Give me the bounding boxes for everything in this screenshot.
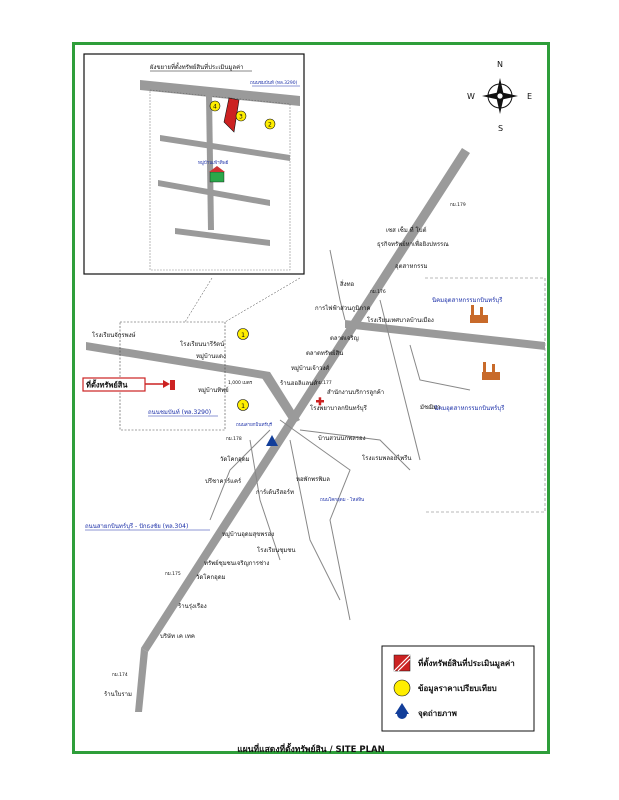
svg-text:ร้านใบราม: ร้านใบราม <box>104 690 132 698</box>
svg-text:E: E <box>527 92 532 101</box>
svg-text:ปรีชาคาร์แคร์: ปรีชาคาร์แคร์ <box>205 477 242 485</box>
comparable-marker-1: 1 <box>237 328 249 340</box>
svg-text:หอพักพรพิมล: หอพักพรพิมล <box>296 476 330 483</box>
svg-text:กม.178: กม.178 <box>226 436 242 442</box>
factory-icon-2 <box>482 362 500 380</box>
subject-parcel <box>170 380 175 390</box>
svg-text:การ์เด้นรีสอร์ท: การ์เด้นรีสอร์ท <box>256 488 294 496</box>
svg-text:หมู่บ้านเจ้าวงศ์: หมู่บ้านเจ้าวงศ์ <box>291 364 329 372</box>
svg-text:โรงพยาบาลกบินทร์บุรี: โรงพยาบาลกบินทร์บุรี <box>310 404 368 412</box>
road-3290-link <box>262 372 300 424</box>
svg-text:สำนักงานบริการลูกค้า: สำนักงานบริการลูกค้า <box>327 389 384 396</box>
svg-text:การไฟฟ้าส่วนภูมิภาค: การไฟฟ้าส่วนภูมิภาค <box>315 304 371 312</box>
inset-subject-parcel <box>223 97 240 133</box>
svg-text:2: 2 <box>268 122 272 129</box>
svg-text:กม.175: กม.175 <box>165 571 181 577</box>
svg-text:จุดถ่ายภาพ: จุดถ่ายภาพ <box>418 709 457 719</box>
inset-road-label: ถนนชมบันท์ (ทล.3290) <box>250 79 298 86</box>
highway-304-south <box>135 648 148 712</box>
svg-text:3: 3 <box>239 114 243 121</box>
svg-text:ข้อมูลราคาเปรียบเทียบ: ข้อมูลราคาเปรียบเทียบ <box>418 683 497 694</box>
svg-text:ตลาดทรัพย์สิน: ตลาดทรัพย์สิน <box>306 349 343 357</box>
map-footer-title: แผนที่แสดงที่ตั้งทรัพย์สิน / SITE PLAN <box>237 745 385 755</box>
svg-text:โรงเรียนชุมชน: โรงเรียนชุมชน <box>257 546 295 554</box>
inset-map: ผังขยายที่ตั้งทรัพย์สินที่ประเมินมูลค่า … <box>83 53 305 275</box>
svg-text:โรงเรียนเทศบาลบ้านเมือง: โรงเรียนเทศบาลบ้านเมือง <box>367 316 434 324</box>
svg-text:วัดโคกอุดม: วัดโคกอุดม <box>196 573 226 581</box>
distance-label: 1,000 เมตร <box>228 380 253 386</box>
road-3290 <box>86 342 270 380</box>
svg-text:N: N <box>497 60 503 69</box>
industrial-estate-boundary <box>425 277 546 513</box>
svg-text:เซส เซ็ม ที่ โบต์: เซส เซ็ม ที่ โบต์ <box>386 225 427 234</box>
svg-text:1: 1 <box>241 331 245 339</box>
svg-text:ร้านฮอลิแลนด์: ร้านฮอลิแลนด์ <box>280 379 317 387</box>
road-3290-label: ถนนชมบันท์ (ทล.3290) <box>148 408 211 416</box>
factory-icon <box>470 305 488 323</box>
inset-road-1 <box>160 135 290 161</box>
svg-text:นิคมอุตสาหกรรมกบินทร์บุรี: นิคมอุตสาหกรรมกบินทร์บุรี <box>432 296 503 304</box>
inset-marker-2: 2 <box>264 118 276 130</box>
svg-text:ที่ตั้งทรัพย์สินที่ประเมินมูลค: ที่ตั้งทรัพย์สินที่ประเมินมูลค่า <box>418 657 515 669</box>
legend-item-camera: จุดถ่ายภาพ <box>395 703 457 719</box>
legend-item-subject: ที่ตั้งทรัพย์สินที่ประเมินมูลค่า <box>393 654 515 672</box>
svg-text:หมู่บ้านแดง: หมู่บ้านแดง <box>196 353 226 360</box>
inset-road-2 <box>158 180 270 206</box>
inset-road-3 <box>175 228 270 246</box>
svg-text:ทรัพย์ชุมชนเจริญการช่าง: ทรัพย์ชุมชนเจริญการช่าง <box>204 559 269 567</box>
svg-text:กม.177: กม.177 <box>316 380 332 386</box>
svg-text:หมู่บ้านทิพย์: หมู่บ้านทิพย์ <box>198 386 229 394</box>
svg-text:สิ่งทอ: สิ่งทอ <box>340 280 355 288</box>
svg-text:โรงเรียนนารีรัตน์: โรงเรียนนารีรัตน์ <box>180 340 224 348</box>
svg-text:บ้านสวนนกพลรอง: บ้านสวนนกพลรอง <box>318 435 366 442</box>
compass-icon: N S E W <box>467 60 532 133</box>
comparable-marker-1b: 1 <box>237 399 249 411</box>
inset-village-label: หมู่บ้านเฟ้าทิพย์ <box>198 159 229 166</box>
svg-text:1: 1 <box>241 402 245 410</box>
svg-text:ธุรกิจทรัพย์หาเพื่อยิงปหรรณ: ธุรกิจทรัพย์หาเพื่อยิงปหรรณ <box>377 240 449 248</box>
road-304-label: ถนนสายกบินทร์บุรี - ปักธงชัย (ทล.304) <box>85 522 188 530</box>
svg-text:โรงเรียนจักรพงษ์: โรงเรียนจักรพงษ์ <box>92 331 136 339</box>
inset-village-icon <box>209 166 225 183</box>
camera-point-icon <box>266 435 278 446</box>
subject-label: ที่ตั้งทรัพย์สิน <box>86 379 128 390</box>
legend-item-comparable: ข้อมูลราคาเปรียบเทียบ <box>393 679 497 697</box>
svg-text:กม.174: กม.174 <box>112 672 128 678</box>
to-label-1: ถนนสายกบินทร์บุรี <box>236 421 273 428</box>
svg-text:บริษัท เค เทค: บริษัท เค เทค <box>160 633 195 640</box>
svg-text:4: 4 <box>213 104 217 111</box>
inset-main-road <box>140 80 300 106</box>
km-labels: กม.175 กม.176 กม.177 กม.178 กม.179 กม.17… <box>112 202 466 678</box>
to-label-2: ถนนโคกอุดม - ไหล่หิน <box>320 496 364 503</box>
hospital-icon <box>316 397 324 406</box>
svg-text:นิคมอุตสาหกรรมกบินทร์บุรี: นิคมอุตสาหกรรมกบินทร์บุรี <box>434 404 505 412</box>
svg-text:W: W <box>467 92 475 101</box>
inset-title: ผังขยายที่ตั้งทรัพย์สินที่ประเมินมูลค่า <box>150 61 243 71</box>
svg-text:S: S <box>498 124 503 133</box>
svg-text:กม.176: กม.176 <box>370 289 386 295</box>
place-labels: เซส เซ็ม ที่ โบต์ ธุรกิจทรัพย์หาเพื่อยิง… <box>92 225 505 698</box>
highway-304 <box>141 148 470 652</box>
inset-marker-4: 4 <box>209 100 221 112</box>
inset-marker-3: 3 <box>235 110 247 122</box>
town-road-1 <box>279 419 351 621</box>
svg-text:มัชฌิมา: มัชฌิมา <box>420 404 440 411</box>
svg-text:วัดโคกอุดม: วัดโคกอุดม <box>220 455 250 463</box>
svg-text:โรงแรมพลอยไพรีน: โรงแรมพลอยไพรีน <box>362 454 411 462</box>
inset-road-v <box>206 95 214 230</box>
svg-text:หมู่บ้านอุดมสุขพรอง: หมู่บ้านอุดมสุขพรอง <box>222 531 274 538</box>
svg-text:ตลาดเจริญ: ตลาดเจริญ <box>330 335 359 342</box>
road-industrial <box>345 320 545 350</box>
legend: ที่ตั้งทรัพย์สินที่ประเมินมูลค่า ข้อมูลร… <box>381 645 535 732</box>
zoom-area <box>119 321 226 431</box>
svg-text:อุตสาหกรรม: อุตสาหกรรม <box>395 263 428 270</box>
svg-text:กม.179: กม.179 <box>450 202 466 208</box>
svg-text:ร้านรุ่งเรือง: ร้านรุ่งเรือง <box>178 602 207 610</box>
